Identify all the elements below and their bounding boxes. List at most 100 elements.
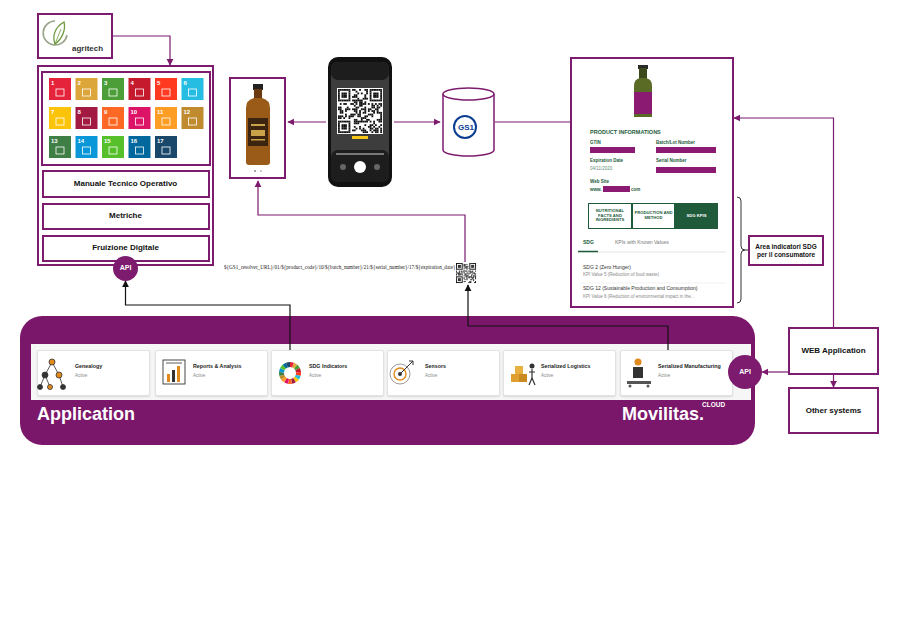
goal-number: 10 xyxy=(131,109,138,115)
node-text: Serialized Manufacturing xyxy=(658,363,721,369)
goal-number: 5 xyxy=(157,80,160,86)
node-text: Sensors xyxy=(425,363,446,369)
node-text: Other systems xyxy=(806,406,862,415)
document-box: Manuale Tecnico Operativo xyxy=(42,170,210,198)
node-text: PRODUCTION AND METHOD xyxy=(634,211,673,221)
connector xyxy=(762,371,788,372)
goal-number: 8 xyxy=(78,109,81,115)
node-text: SDG xyxy=(583,240,594,246)
tab-button: PRODUCTION AND METHOD xyxy=(632,203,675,229)
goal-number: 14 xyxy=(78,138,85,144)
goal-tile xyxy=(49,78,71,100)
module-card: Reports & AnalysisActive xyxy=(155,350,268,396)
node-text: Metriche xyxy=(109,211,142,220)
node-text: API xyxy=(120,264,132,272)
node-text: GS1 xyxy=(458,123,474,132)
phone-illustration xyxy=(328,57,392,187)
logo-mark xyxy=(43,21,67,45)
connector xyxy=(734,118,834,327)
node-text: SDG 12 (Sustainable Production and Consu… xyxy=(583,286,698,292)
goal-number: 7 xyxy=(51,109,54,115)
node-text: Movilitas. xyxy=(622,404,704,425)
goal-tile xyxy=(102,107,124,129)
goal-number: 13 xyxy=(51,138,58,144)
goal-tile xyxy=(102,136,124,158)
node-text: Serial Number xyxy=(656,158,687,163)
bottle-illustration xyxy=(230,78,285,178)
node-text: agritech xyxy=(72,44,103,53)
goal-number: 11 xyxy=(157,109,163,115)
node-text: Active xyxy=(309,373,321,378)
document-box: Metriche xyxy=(42,203,210,230)
node-text: Active xyxy=(425,373,437,378)
qr-wire xyxy=(468,285,668,350)
node-text: CLOUD xyxy=(702,401,725,408)
goal-number: 4 xyxy=(131,80,134,86)
scan-arrow xyxy=(288,121,326,122)
module-card: SensorsActive xyxy=(387,350,500,396)
goal-number: 16 xyxy=(131,138,138,144)
sensors-icon xyxy=(390,361,413,384)
database-cylinder: GS1 xyxy=(442,86,495,158)
label-wire xyxy=(258,181,465,262)
node-text: Active xyxy=(541,373,553,378)
node-text: www. xyxy=(590,187,602,192)
connector xyxy=(126,281,291,350)
node-text: KPI Value 6 (Reduction of environmental … xyxy=(583,294,694,299)
node-text: KPI Value 5 (Reduction of food waste) xyxy=(583,272,659,277)
node-text: Application xyxy=(37,404,135,425)
node-text: SDG KPIS xyxy=(686,214,706,219)
system-box: Other systems xyxy=(788,387,879,434)
platform-band: Application Movilitas.CLOUD GenealogyActiv… xyxy=(20,316,755,445)
panel-decoration xyxy=(578,65,726,283)
sdg-wheel-icon xyxy=(279,362,301,384)
node-text: Expiration Date xyxy=(590,158,623,163)
genealogy-icon xyxy=(38,359,66,390)
connector xyxy=(833,375,834,387)
goal-tile xyxy=(49,136,71,158)
module-card: GenealogyActive xyxy=(37,350,150,396)
logo-box: agritech xyxy=(37,13,113,59)
node-text: Active xyxy=(75,373,87,378)
tab-button: SDG KPIS xyxy=(675,203,718,229)
system-box: WEB Application xyxy=(788,327,879,375)
callout-box: Area indicatori SDG per il consumatore xyxy=(748,235,824,266)
node-text: WEB Application xyxy=(801,346,865,355)
goal-number: 15 xyxy=(104,138,111,144)
node-text: Active xyxy=(658,373,670,378)
node-text: Active xyxy=(193,373,205,378)
node-text: SDG Indicators xyxy=(309,363,347,369)
node-text: Web Site xyxy=(590,179,609,184)
goal-tile xyxy=(49,107,71,129)
bracket-leader xyxy=(745,250,748,251)
node-text: 04/11/2020 xyxy=(590,166,612,171)
sdg-grid-frame xyxy=(42,72,210,165)
goal-tile xyxy=(129,78,151,100)
module-card: SDG IndicatorsActive xyxy=(271,350,384,396)
node-text: SDG 2 (Zero Hunger) xyxy=(583,265,631,271)
goal-number: 17 xyxy=(157,138,164,144)
goal-tile xyxy=(76,136,98,158)
goal-number: 2 xyxy=(78,80,81,86)
node-text: Reports & Analysis xyxy=(193,363,241,369)
resolver-url: ${GS1_resolver_URL}/01/${product_code}/1… xyxy=(224,265,456,270)
sdg-tiles xyxy=(49,78,204,158)
node-text: Serialized Logistics xyxy=(541,363,590,369)
node-text: GTIN xyxy=(590,140,601,145)
goal-tile xyxy=(129,107,151,129)
goal-number: 3 xyxy=(104,80,107,86)
node-text: PRODUCT INFORMATIONS xyxy=(590,129,661,135)
area-bracket xyxy=(737,197,745,303)
node-text: Area indicatori SDG per il consumatore xyxy=(750,243,822,258)
logistics-icon xyxy=(511,364,535,386)
goal-number: 9 xyxy=(104,109,107,115)
goal-number: 12 xyxy=(184,109,191,115)
reports-icon xyxy=(163,360,185,384)
goal-tile xyxy=(102,78,124,100)
goal-tile xyxy=(182,78,204,100)
node-text: Fruizione Digitale xyxy=(92,243,159,252)
goal-number: 1 xyxy=(51,80,54,86)
goal-tile xyxy=(155,136,177,158)
